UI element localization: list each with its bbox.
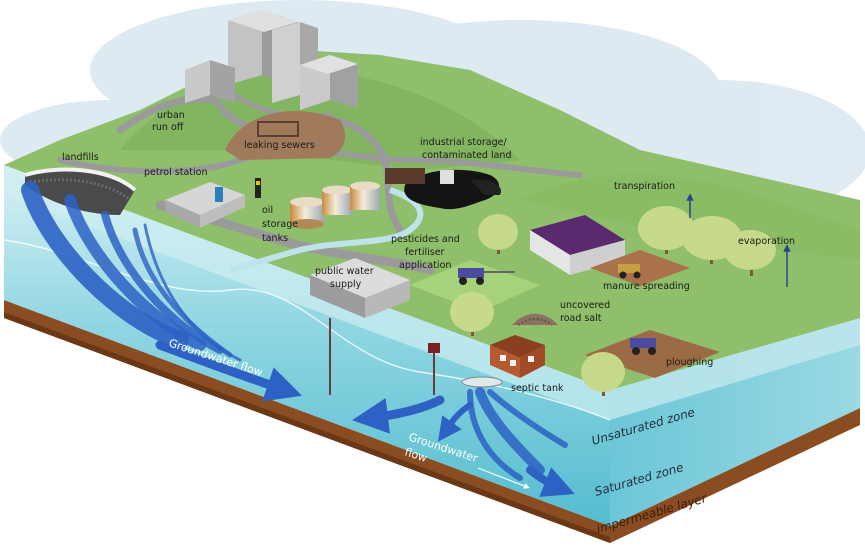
label-industrial-1: industrial storage/ bbox=[420, 137, 508, 148]
label-leaking-sewers: leaking sewers bbox=[244, 140, 315, 151]
label-urban-run-off-1: urban bbox=[157, 110, 185, 121]
label-septic-tank: septic tank bbox=[511, 383, 564, 394]
public-water-supply bbox=[310, 258, 410, 395]
label-manure-spreading: manure spreading bbox=[603, 281, 690, 292]
label-transpiration: transpiration bbox=[614, 181, 675, 192]
tractor-ploughing bbox=[630, 338, 656, 355]
leaking-sewers bbox=[225, 111, 346, 160]
trees bbox=[450, 206, 776, 396]
label-road-salt-2: road salt bbox=[560, 313, 602, 324]
tractor-manure bbox=[618, 264, 641, 279]
label-landfills: landfills bbox=[62, 152, 99, 163]
city-buildings bbox=[185, 10, 358, 110]
landfill bbox=[24, 167, 137, 215]
groundwater-arrows bbox=[155, 340, 575, 497]
barn bbox=[530, 215, 625, 275]
soil-layer bbox=[4, 300, 860, 543]
house bbox=[490, 335, 545, 378]
label-industrial-2: contaminated land bbox=[422, 150, 511, 161]
label-pesticides-1: pesticides and bbox=[391, 234, 460, 245]
road-salt-pile bbox=[512, 313, 558, 326]
label-public-water-1: public water bbox=[315, 266, 374, 277]
label-urban-run-off-2: run off bbox=[152, 122, 184, 133]
label-ploughing: ploughing bbox=[666, 357, 713, 368]
label-oil-storage-3: tanks bbox=[262, 233, 288, 244]
vapour-arrows bbox=[686, 193, 791, 287]
septic-tank bbox=[461, 376, 503, 388]
industrial-contamination bbox=[385, 168, 501, 210]
contamination-plumes bbox=[21, 181, 568, 481]
lower-flow-arrow bbox=[477, 467, 530, 489]
label-pesticides-2: fertiliser bbox=[405, 247, 445, 258]
label-oil-storage-2: storage bbox=[262, 219, 298, 230]
tractor-pesticides bbox=[458, 268, 515, 285]
label-road-salt-1: uncovered bbox=[560, 300, 610, 311]
oil-storage-tanks bbox=[290, 181, 380, 229]
aquifer-right-face bbox=[610, 318, 860, 526]
petrol-station bbox=[165, 178, 261, 228]
label-petrol-station: petrol station bbox=[144, 167, 207, 178]
label-evaporation: evaporation bbox=[738, 236, 795, 247]
label-oil-storage-1: oil bbox=[262, 205, 273, 216]
well bbox=[428, 343, 440, 395]
label-pesticides-3: application bbox=[399, 260, 451, 271]
labels: urban run off leaking sewers landfills p… bbox=[62, 110, 795, 394]
label-public-water-2: supply bbox=[330, 279, 362, 290]
pesticide-field bbox=[410, 260, 540, 312]
